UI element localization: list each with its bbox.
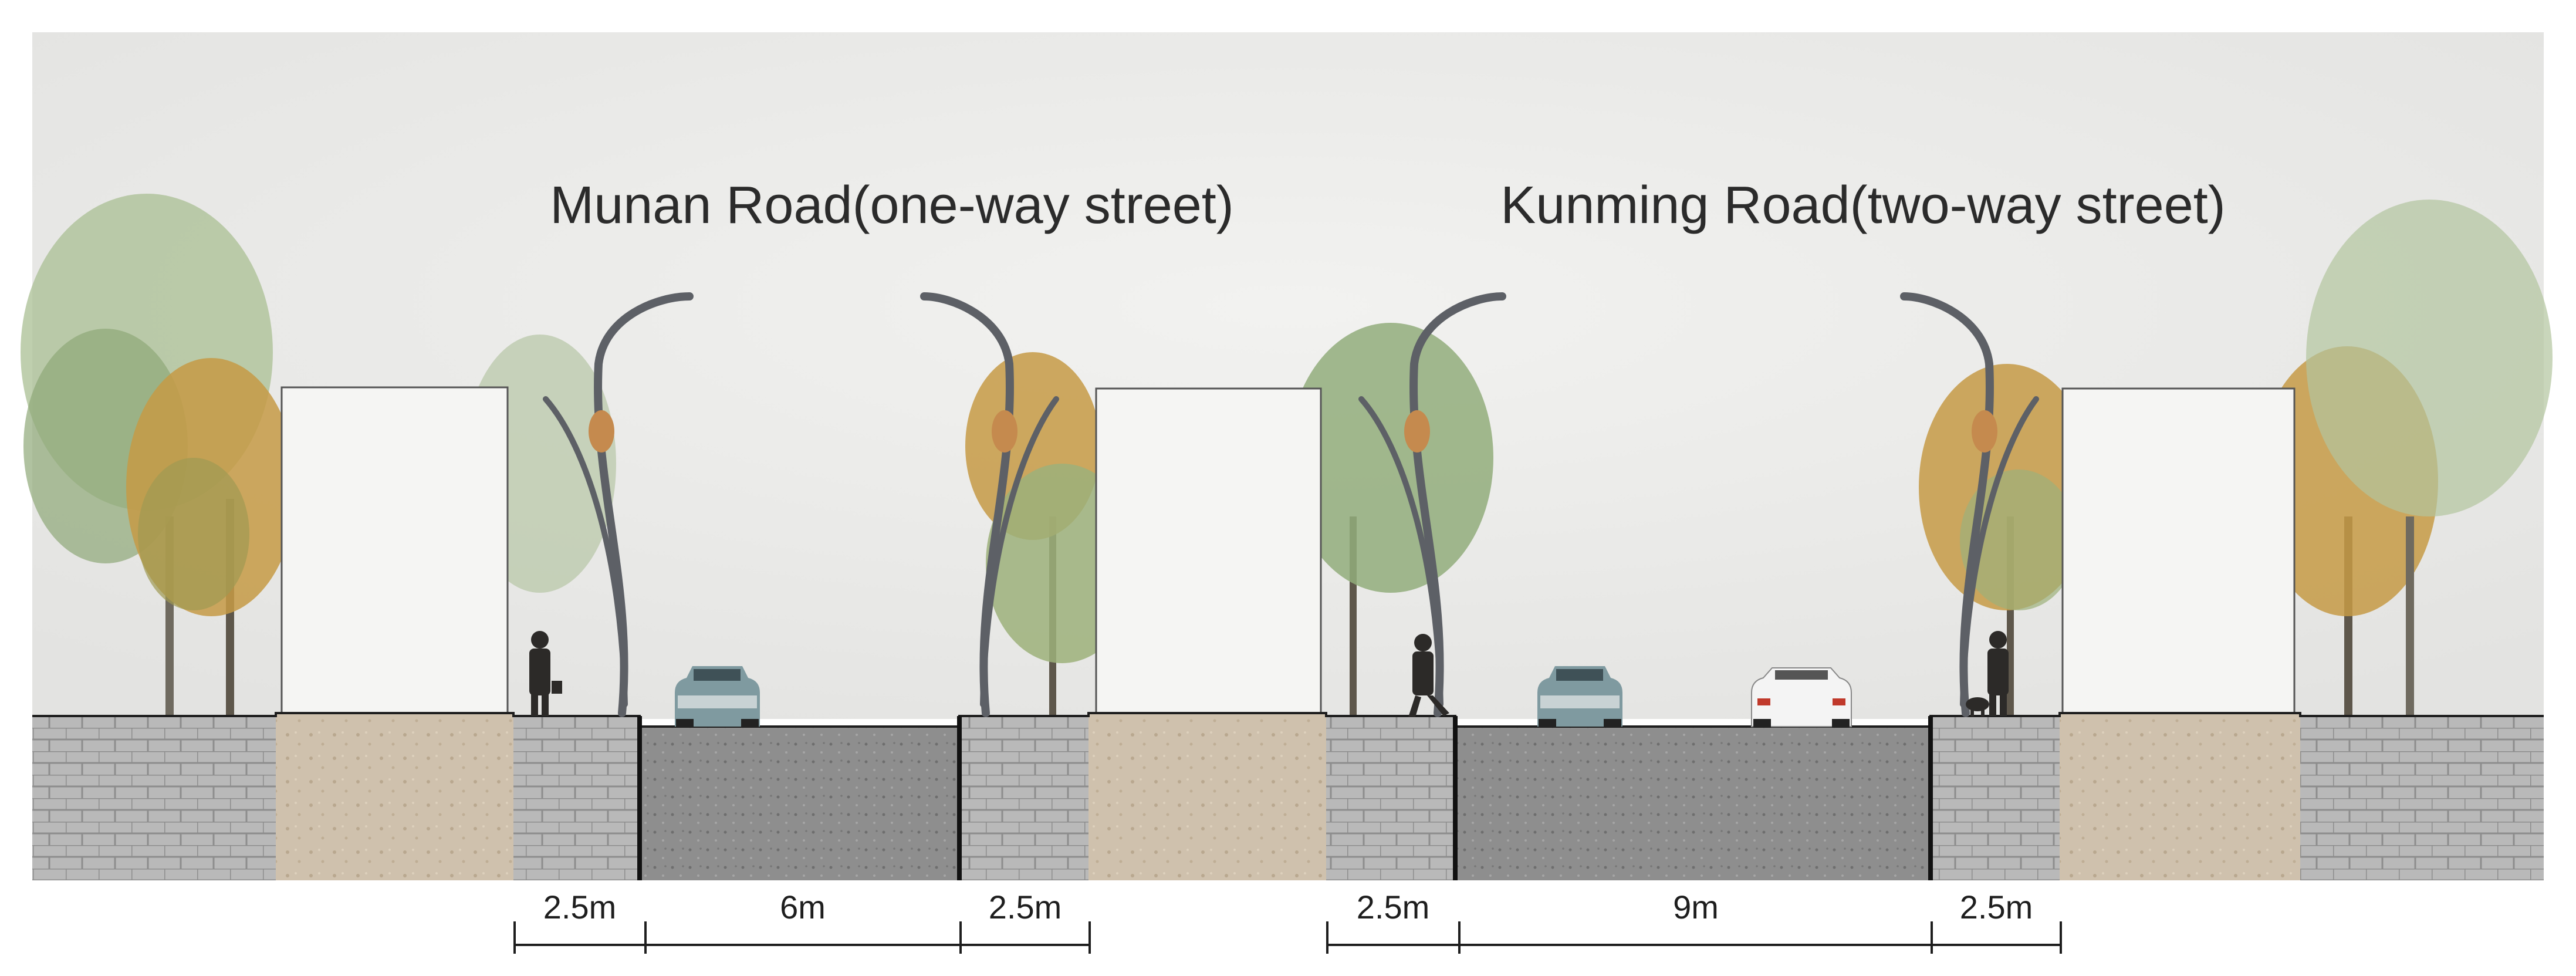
planting-soil <box>1088 713 1326 880</box>
dimension-label-kunming-sidewalk-left: 2.5m <box>1357 889 1430 926</box>
ground-line <box>32 712 2544 728</box>
roadway-kunming <box>1455 727 1931 880</box>
building-block <box>2061 387 2296 714</box>
car <box>1537 666 1622 727</box>
roadway-munan <box>640 727 959 880</box>
building-block <box>1095 387 1322 714</box>
dimension-label-munan-sidewalk-right: 2.5m <box>989 889 1062 926</box>
pedestrian <box>1408 634 1449 717</box>
planting-soil <box>2060 713 2300 880</box>
car <box>1751 667 1852 727</box>
paving-right <box>2300 716 2544 880</box>
curb-lines <box>637 716 1933 880</box>
tree-left-autumn <box>126 358 296 716</box>
dimension-label-munan-sidewalk-left: 2.5m <box>543 889 617 926</box>
dimension-label-munan-roadway: 6m <box>780 889 826 926</box>
dimension-label-kunming-sidewalk-right: 2.5m <box>1960 889 2033 926</box>
sidewalk-munan-left <box>513 716 640 880</box>
pedestrian <box>529 631 562 716</box>
title-munan-road: Munan Road(one-way street) <box>550 176 1234 235</box>
street-lamp <box>543 292 2039 717</box>
planting-soil <box>276 713 513 880</box>
tree-right-large <box>2306 200 2553 716</box>
sidewalk-kunming-left <box>1326 716 1455 880</box>
ground-section <box>32 712 2544 880</box>
tree-kunming-left <box>1288 323 1493 716</box>
car <box>675 666 760 727</box>
building-block <box>280 386 509 714</box>
dimension-label-kunming-roadway: 9m <box>1673 889 1719 926</box>
sidewalk-munan-right <box>959 716 1088 880</box>
paving-left <box>32 716 276 880</box>
title-kunming-road: Kunming Road(two-way street) <box>1500 176 2225 235</box>
sidewalk-kunming-right <box>1931 716 2060 880</box>
dimension-lines <box>513 921 2062 954</box>
pedestrian-with-dog <box>1966 631 2009 717</box>
